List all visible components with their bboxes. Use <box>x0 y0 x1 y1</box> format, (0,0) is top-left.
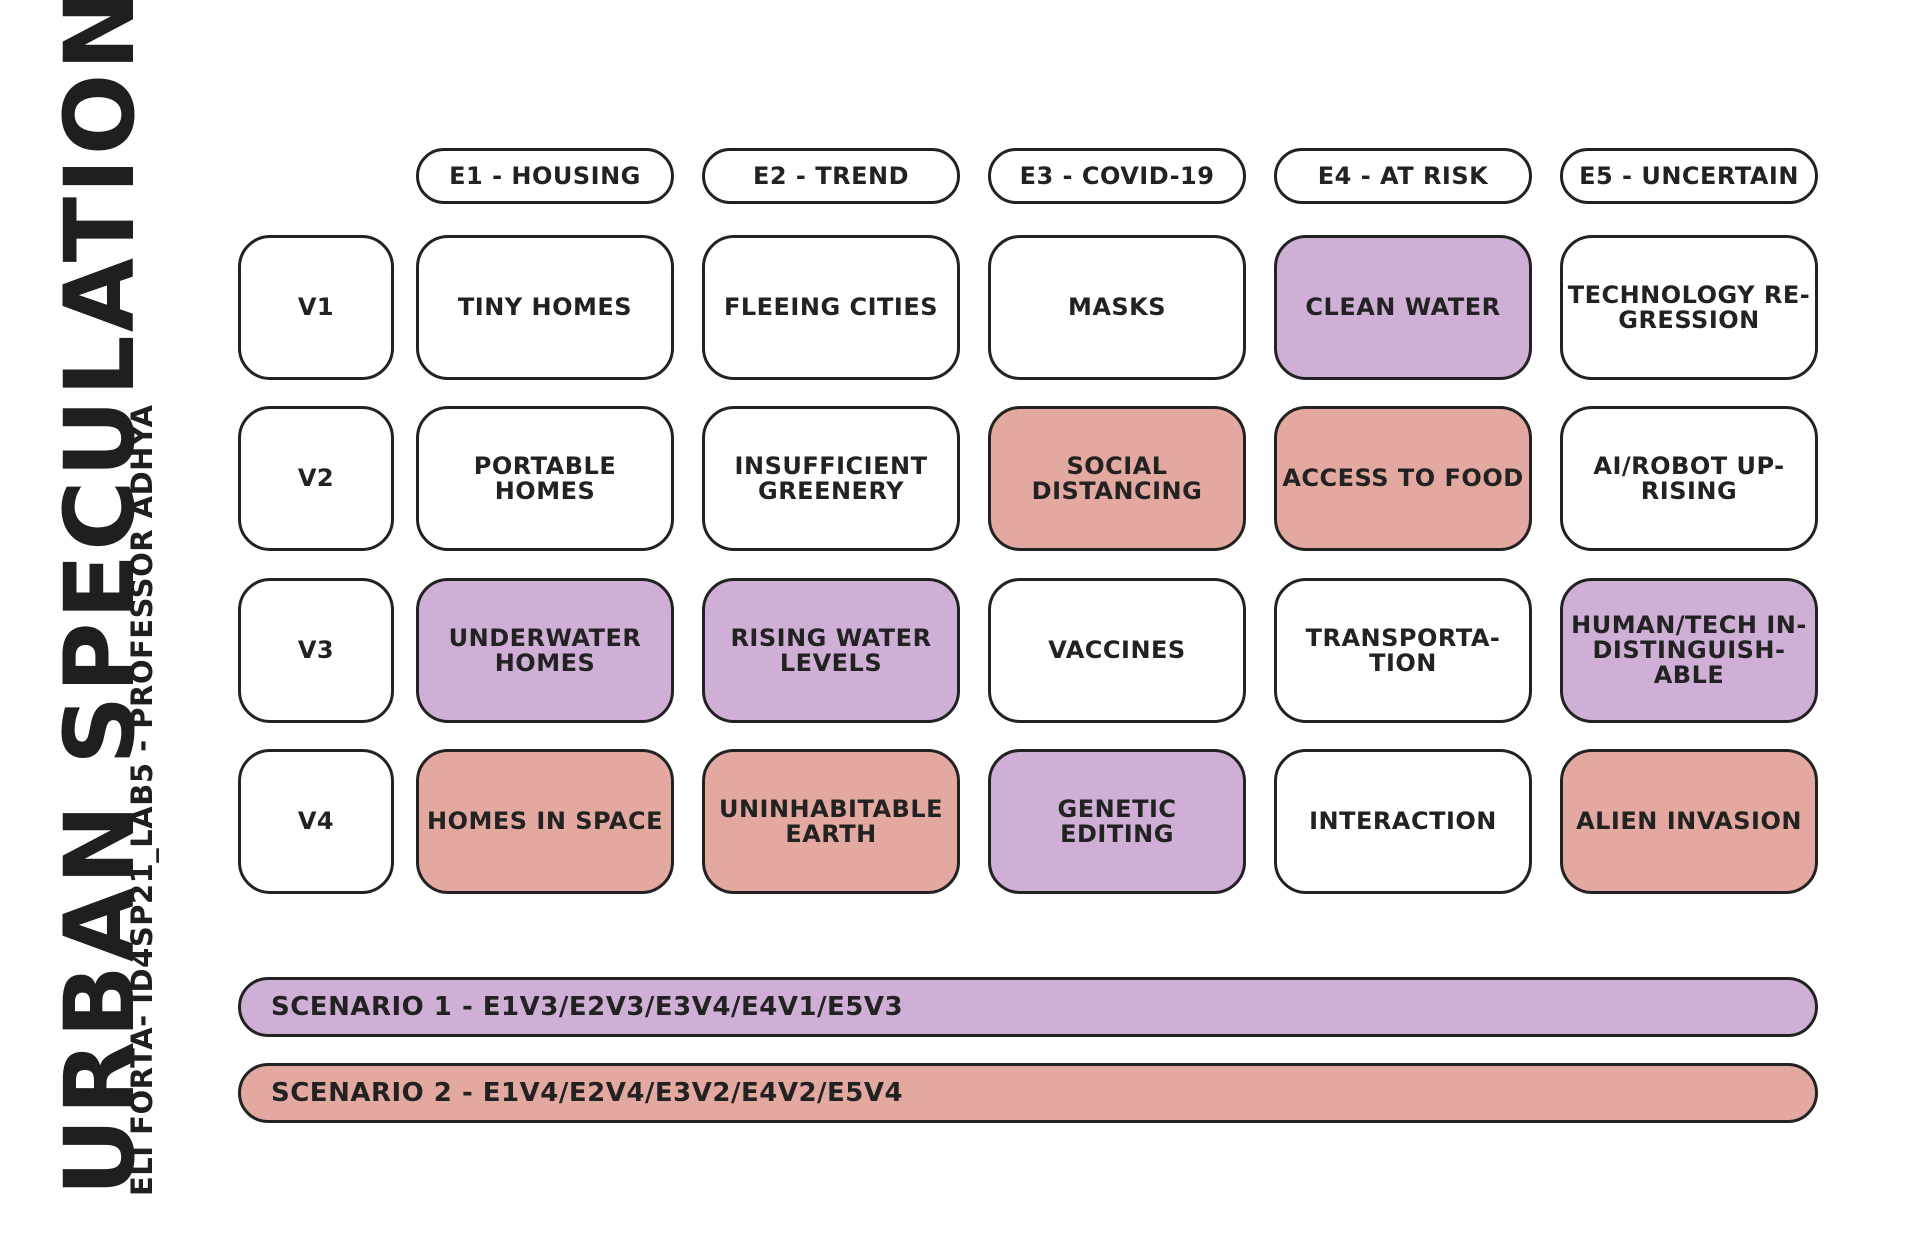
column-header-e2: E2 - TREND <box>702 148 960 204</box>
cell-e5-v4: ALIEN INVASION <box>1560 749 1818 894</box>
cell-e1-v2: PORTABLE HOMES <box>416 406 674 551</box>
row-label-v3: V3 <box>238 578 394 723</box>
column-header-e3: E3 - COVID-19 <box>988 148 1246 204</box>
cell-e3-v1: MASKS <box>988 235 1246 380</box>
cell-e2-v1: FLEEING CITIES <box>702 235 960 380</box>
cell-e1-v3: UNDERWATER HOMES <box>416 578 674 723</box>
row-label-v4: V4 <box>238 749 394 894</box>
cell-e5-v2: AI/ROBOT UP- RISING <box>1560 406 1818 551</box>
scenario-2-bar: SCENARIO 2 - E1V4/E2V4/E3V2/E4V2/E5V4 <box>238 1063 1818 1123</box>
cell-e3-v3: VACCINES <box>988 578 1246 723</box>
cell-e2-v2: INSUFFICIENT GREENERY <box>702 406 960 551</box>
row-label-v1: V1 <box>238 235 394 380</box>
cell-e3-v2: SOCIAL DISTANCING <box>988 406 1246 551</box>
cell-e1-v1: TINY HOMES <box>416 235 674 380</box>
page-subtitle: ELI FORTA- ID4SP21_LAB5 - PROFESSOR ADHY… <box>125 404 159 1196</box>
cell-e2-v3: RISING WATER LEVELS <box>702 578 960 723</box>
column-header-e1: E1 - HOUSING <box>416 148 674 204</box>
cell-e1-v4: HOMES IN SPACE <box>416 749 674 894</box>
column-header-e5: E5 - UNCERTAIN <box>1560 148 1818 204</box>
cell-e3-v4: GENETIC EDITING <box>988 749 1246 894</box>
row-label-v2: V2 <box>238 406 394 551</box>
cell-e4-v2: ACCESS TO FOOD <box>1274 406 1532 551</box>
cell-e2-v4: UNINHABITABLE EARTH <box>702 749 960 894</box>
cell-e5-v3: HUMAN/TECH IN- DISTINGUISH- ABLE <box>1560 578 1818 723</box>
column-header-e4: E4 - AT RISK <box>1274 148 1532 204</box>
cell-e5-v1: TECHNOLOGY RE- GRESSION <box>1560 235 1818 380</box>
cell-e4-v1: CLEAN WATER <box>1274 235 1532 380</box>
cell-e4-v3: TRANSPORTA- TION <box>1274 578 1532 723</box>
scenario-1-bar: SCENARIO 1 - E1V3/E2V3/E3V4/E4V1/E5V3 <box>238 977 1818 1037</box>
side-title-block: URBAN SPECULATION ELI FORTA- ID4SP21_LAB… <box>0 0 170 1242</box>
cell-e4-v4: INTERACTION <box>1274 749 1532 894</box>
